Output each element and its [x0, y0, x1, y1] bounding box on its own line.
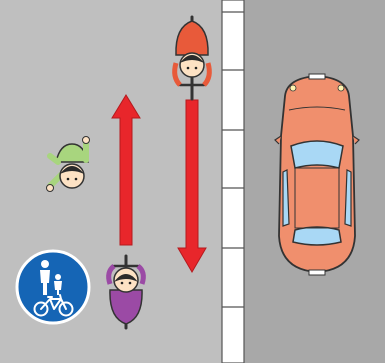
arrow-up-icon — [111, 94, 141, 246]
cyclist-topdown-icon — [106, 254, 146, 330]
shared-path-sign-icon — [15, 249, 91, 325]
car-topdown-icon — [274, 73, 360, 276]
cyclist-topdown-icon — [172, 15, 212, 101]
arrow-down-icon — [177, 99, 207, 273]
pedestrian-topdown-icon — [46, 136, 90, 192]
curb-lane-markings — [221, 0, 245, 363]
